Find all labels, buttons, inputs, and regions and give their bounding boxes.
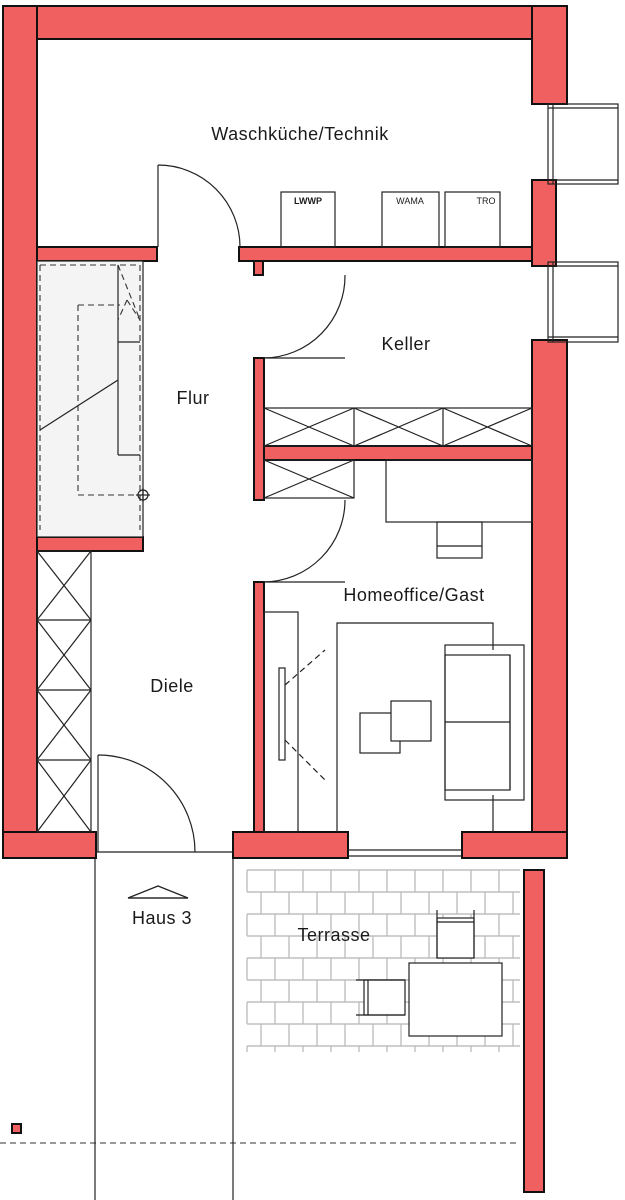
window-upper	[547, 103, 619, 185]
staircase	[36, 260, 150, 538]
appliance-lwwp-label: LWWP	[294, 196, 322, 206]
entrance-arrow-icon	[127, 885, 189, 899]
room-label-diele: Diele	[150, 676, 194, 696]
appliance-tro-label: TRO	[477, 196, 496, 206]
keller-shelving	[263, 407, 533, 447]
wardrobe	[36, 550, 92, 833]
entrance-label: Haus 3	[132, 908, 192, 928]
appliance-wama-label: WAMA	[396, 196, 424, 206]
terrace-chair-left	[356, 979, 406, 1016]
door-homeoffice	[263, 499, 346, 583]
terrace-chair-top	[436, 910, 475, 959]
desk-chair	[436, 521, 483, 559]
room-label-flur: Flur	[177, 388, 210, 408]
marker-point	[11, 1123, 22, 1134]
room-label-waschkueche: Waschküche/Technik	[211, 124, 389, 144]
side-tables	[359, 700, 432, 754]
room-label-keller: Keller	[381, 334, 430, 354]
appliance-lwwp: LWWP	[280, 191, 336, 248]
wardrobe-homeoffice	[263, 611, 326, 833]
desk	[385, 459, 533, 523]
room-label-terrasse: Terrasse	[297, 925, 370, 945]
rug	[336, 622, 494, 832]
appliance-tro: TRO	[444, 191, 501, 248]
terrace-door	[348, 849, 462, 857]
room-label-homeoffice: Homeoffice/Gast	[343, 585, 484, 605]
entrance-door	[95, 754, 233, 853]
door-keller	[263, 274, 346, 359]
interior-walls	[36, 246, 533, 833]
exterior-walls	[2, 5, 568, 1193]
window-lower	[547, 261, 619, 343]
terrace-table	[408, 962, 503, 1037]
door-waschkueche	[157, 164, 241, 248]
homeoffice-shelf	[263, 459, 355, 499]
sofa	[444, 644, 525, 801]
appliance-wama: WAMA	[381, 191, 440, 248]
